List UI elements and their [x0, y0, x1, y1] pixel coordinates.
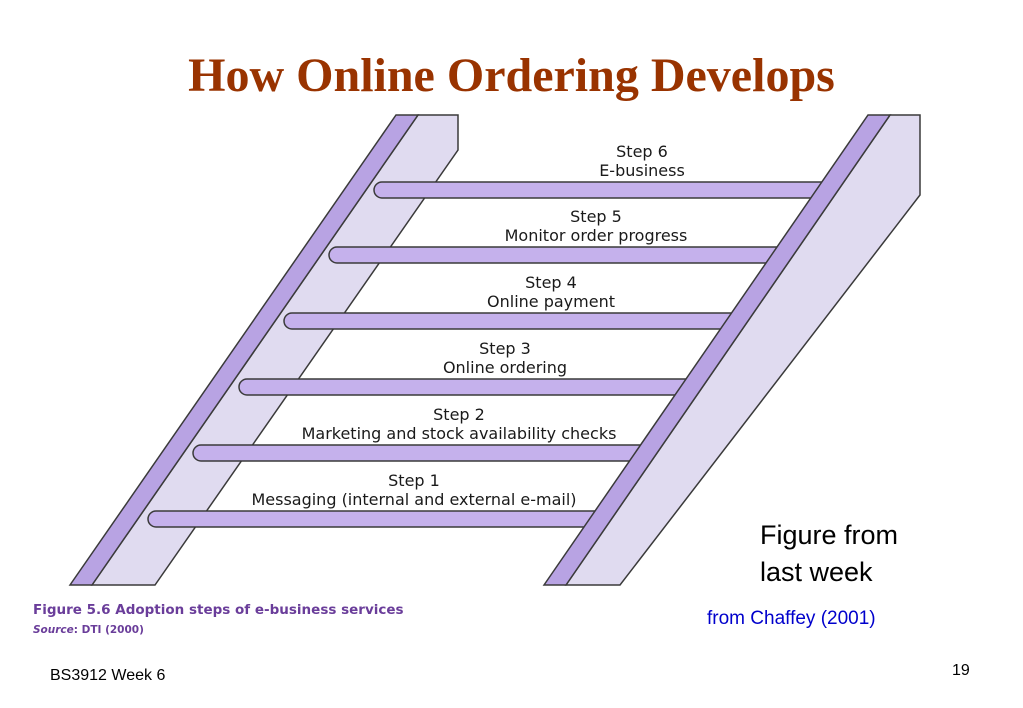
figure-attribution: from Chaffey (2001) — [707, 608, 876, 629]
step-4-title: Step 4 — [525, 273, 577, 292]
step-6-description: E-business — [599, 161, 685, 180]
step-1-description: Messaging (internal and external e-mail) — [251, 490, 576, 509]
figure-caption: Figure 5.6 Adoption steps of e-business … — [33, 602, 404, 618]
figure-source-value: : DTI (2000) — [73, 624, 144, 636]
figure-source-label: Source — [33, 624, 74, 636]
page-number: 19 — [952, 662, 970, 679]
figure-note-line-1: Figure from — [760, 520, 899, 550]
step-2-title: Step 2 — [433, 405, 485, 424]
step-5-title: Step 5 — [570, 207, 622, 226]
step-3-title: Step 3 — [479, 339, 531, 358]
rung-6 — [373, 181, 845, 199]
rung-2 — [192, 444, 664, 462]
right-rail-edge — [542, 114, 892, 586]
figure-note: Figure from last week — [760, 517, 960, 591]
step-5-description: Monitor order progress — [505, 226, 688, 245]
rung-4 — [283, 312, 755, 330]
step-2-description: Marketing and stock availability checks — [302, 424, 617, 443]
step-3-description: Online ordering — [443, 358, 567, 377]
left-rail — [68, 114, 459, 586]
rung-3 — [238, 378, 710, 396]
figure-note-line-2: last week — [760, 557, 873, 587]
rung-5 — [328, 246, 800, 264]
step-1-title: Step 1 — [388, 471, 440, 490]
figure-source: Source: DTI (2000) — [33, 624, 144, 636]
step-4-description: Online payment — [487, 292, 615, 311]
left-rail-edge — [68, 114, 420, 586]
rung-1 — [147, 510, 619, 528]
step-6-title: Step 6 — [616, 142, 668, 161]
right-rail — [542, 114, 921, 586]
slide-title: How Online Ordering Develops — [188, 49, 835, 102]
slide-footer: BS3912 Week 6 — [50, 667, 166, 684]
